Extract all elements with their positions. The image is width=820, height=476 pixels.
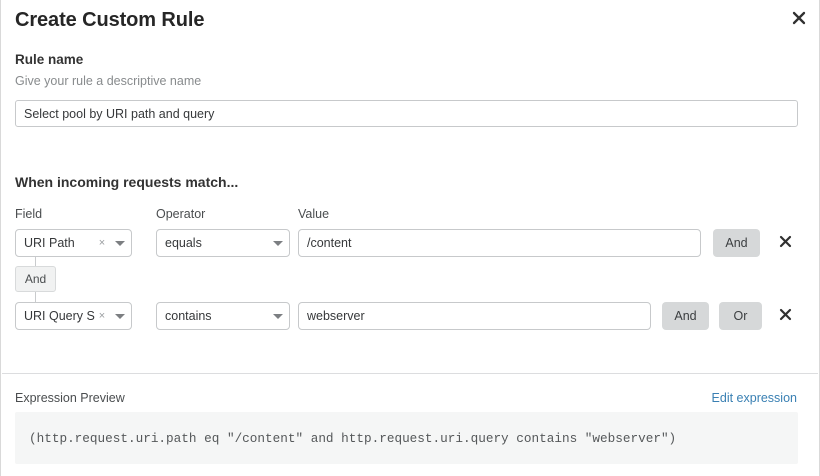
section-divider bbox=[2, 373, 818, 374]
logic-or-button-row-2[interactable]: Or bbox=[719, 302, 762, 330]
clear-icon[interactable]: × bbox=[98, 236, 106, 249]
group-logic-toggle-and[interactable]: And bbox=[15, 266, 56, 292]
operator-select-row-1[interactable]: equals bbox=[156, 229, 290, 257]
chevron-down-icon[interactable] bbox=[109, 313, 131, 319]
rule-name-description: Give your rule a descriptive name bbox=[15, 74, 202, 88]
field-select-row-2[interactable]: URI Query St... × bbox=[15, 302, 132, 330]
value-input-row-1[interactable] bbox=[298, 229, 701, 257]
edit-expression-link[interactable]: Edit expression bbox=[711, 391, 797, 405]
chevron-down-icon[interactable] bbox=[267, 240, 289, 246]
close-icon bbox=[792, 11, 806, 25]
remove-condition-button-row-2[interactable] bbox=[775, 302, 795, 330]
field-select-value-row-1: URI Path bbox=[24, 236, 75, 250]
remove-condition-button-row-1[interactable] bbox=[775, 229, 795, 257]
value-input-row-2[interactable] bbox=[298, 302, 651, 330]
field-select-row-1[interactable]: URI Path × bbox=[15, 229, 132, 257]
close-dialog-button[interactable] bbox=[787, 6, 811, 30]
clear-icon[interactable]: × bbox=[98, 309, 106, 322]
expression-preview-code: (http.request.uri.path eq "/content" and… bbox=[15, 412, 798, 464]
chevron-down-icon[interactable] bbox=[109, 240, 131, 246]
logic-and-button-row-1[interactable]: And bbox=[713, 229, 760, 257]
page-title: Create Custom Rule bbox=[15, 9, 205, 31]
column-header-value: Value bbox=[298, 207, 330, 221]
column-header-operator: Operator bbox=[156, 207, 206, 221]
expression-preview-label: Expression Preview bbox=[15, 391, 125, 405]
rule-name-input[interactable] bbox=[15, 100, 798, 127]
logic-and-button-row-2[interactable]: And bbox=[662, 302, 709, 330]
column-header-field: Field bbox=[15, 207, 43, 221]
operator-select-row-2[interactable]: contains bbox=[156, 302, 290, 330]
close-icon bbox=[779, 235, 792, 251]
close-icon bbox=[779, 308, 792, 324]
field-select-value-row-2: URI Query St... bbox=[24, 309, 95, 323]
match-section-heading: When incoming requests match... bbox=[15, 174, 239, 190]
rule-name-label: Rule name bbox=[15, 52, 84, 67]
operator-select-value-row-1: equals bbox=[165, 236, 202, 250]
chevron-down-icon[interactable] bbox=[267, 313, 289, 319]
operator-select-value-row-2: contains bbox=[165, 309, 212, 323]
